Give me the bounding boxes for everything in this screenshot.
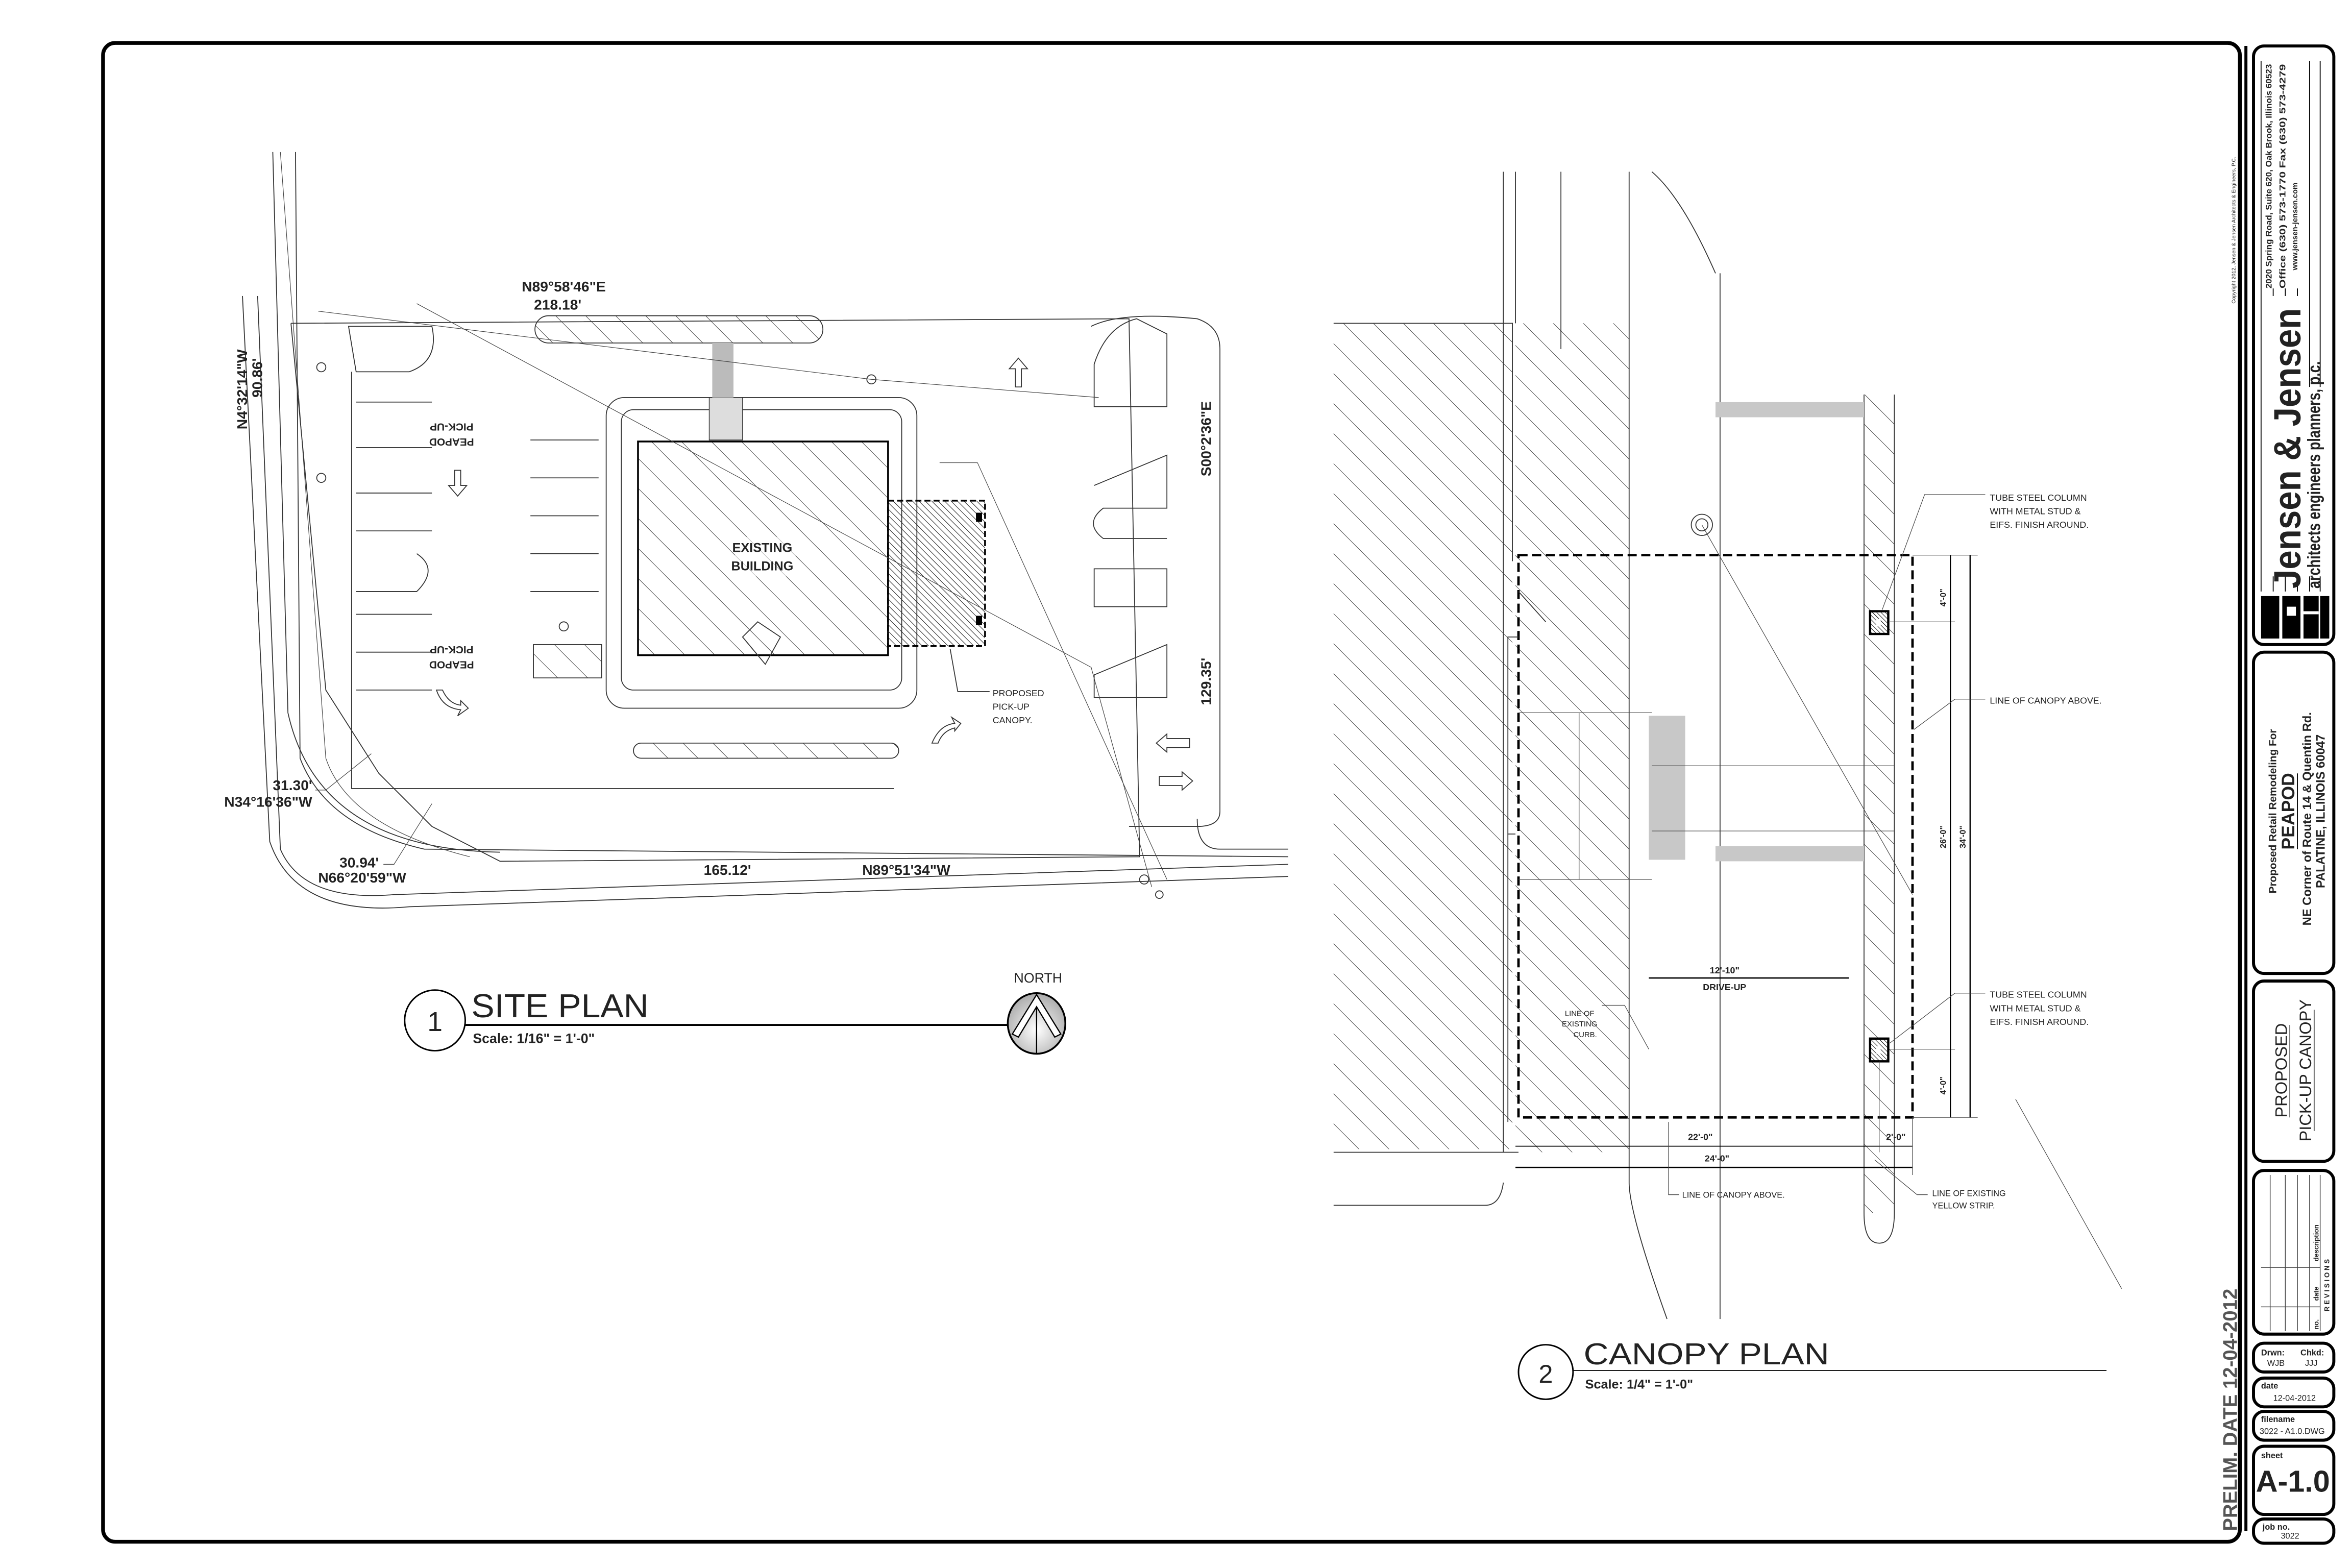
north-distance-label: 218.18' [534,297,581,313]
north-arrow-icon [1007,992,1067,1055]
filename-label: filename [2261,1415,2295,1424]
site-plan: N89°58'46"E 218.18' N4°32'14"W 90.86' PI… [224,152,1288,1055]
site-plan-scale: Scale: 1/16" = 1'-0" [473,1031,595,1046]
canopy-line-note: LINE OF CANOPY ABOVE. [1990,696,2101,706]
filename-value: 3022 - A1.0.DWG [2260,1427,2325,1436]
dim-drive-up-width: 12'-10" [1710,965,1739,975]
north-label: NORTH [1014,970,1063,986]
peapod-label-1: PEAPOD [429,436,474,448]
drawn-label: Drwn: [2261,1348,2285,1357]
traffic-arrows [435,357,1194,791]
dim-column-spacing: 26'-0" [1939,826,1948,848]
east-bearing-label: S00°2'36"E [1197,401,1214,476]
job-number: 3022 [2281,1532,2299,1541]
peapod-label-2: PEAPOD [429,659,474,671]
revisions-col-date: date [2313,1287,2320,1301]
dim-bottom-offset: 4'-0" [1939,1076,1948,1094]
peapod-pickup-label-1: PICK-UP [430,421,474,432]
revisions-label: R E V I S I O N S [2323,1259,2331,1312]
west-bearing-label: N4°32'14"W [234,349,250,429]
drawing-title-box [2252,979,2336,1163]
project-city: PALATINE, ILLINOIS 60047 [2314,734,2328,888]
sw1-distance-label: 31.30' [273,777,312,793]
title-block: PRELIM. DATE 12-04-2012 Copyright 2012, … [2219,44,2336,1545]
yellow-strip-note: LINE OF EXISTING YELLOW STRIP. [1932,1189,2008,1211]
filename-box [2252,1410,2336,1442]
column-icon [1869,1037,1890,1063]
drawn-checked-box [2252,1341,2336,1374]
existing-building-label: EXISTING [732,541,793,555]
firm-box [2252,44,2336,646]
east-distance-label: 129.35' [1197,658,1214,705]
revisions-col-no: no. [2313,1319,2320,1330]
existing-building-label-2: BUILDING [731,559,793,573]
peapod-pickup-label-2: PICK-UP [430,644,474,655]
firm-website: www.jensen-jensen.com [2291,183,2299,271]
firm-disciplines: architects engineers planners, p.c. [2304,361,2324,589]
firm-phone: Office (630) 573-1770 Fax (630) 573-4279 [2278,64,2287,288]
site-plan-number: 1 [427,1007,443,1037]
south-bearing-label: N89°51'34"W [862,862,950,878]
drawn-value: WJB [2267,1359,2285,1368]
revisions-col-description: description [2313,1224,2320,1261]
project-name: PEAPOD [2278,773,2298,849]
canopy-plan-scale: Scale: 1/4" = 1'-0" [1585,1378,1693,1392]
sw2-distance-label: 30.94' [339,854,379,870]
horizontal-dimensions [1515,977,1913,1175]
column-note-bottom: TUBE STEEL COLUMN WITH METAL STUD & EIFS… [1990,990,2089,1027]
dim-drive-up-label: DRIVE-UP [1703,982,1746,992]
canopy-outline [1517,554,1914,1119]
revisions-table [2252,1169,2336,1336]
dim-width-b: 2'-0" [1886,1132,1905,1142]
sheet-border [101,41,2242,1544]
drawing-title-line-2: PICK-UP CANOPY [2296,999,2315,1142]
column-icon [1869,610,1890,635]
dim-overall-width: 24'-0" [1705,1153,1729,1163]
site-plan-number-circle [404,989,466,1052]
south-distance-label: 165.12' [704,862,751,878]
date-label: date [2261,1382,2278,1391]
west-distance-label: 90.86' [249,358,265,398]
north-bearing-label: N89°58'46"E [522,278,606,295]
sheet-label: sheet [2261,1451,2283,1460]
sheet-number: A-1.0 [2256,1464,2330,1499]
prelim-date: PRELIM. DATE 12-04-2012 [2219,1289,2241,1531]
canopy-plan-number: 2 [1538,1359,1553,1388]
canopy-plan-number-circle [1517,1344,1574,1400]
project-intro: Proposed Retail Remodeling For [2267,729,2279,893]
checked-label: Chkd: [2300,1348,2324,1357]
firm-address: 2020 Spring Road, Suite 620, Oak Brook, … [2265,64,2274,288]
project-location: NE Corner of Route 14 & Quentin Rd. [2300,712,2314,925]
canopy-line-note-bottom: LINE OF CANOPY ABOVE. [1682,1191,1785,1200]
dim-overall-depth: 34'-0" [1958,826,1968,848]
site-plan-title: SITE PLAN [471,987,648,1024]
proposed-canopy-note: PROPOSED PICK-UP CANOPY. [993,688,1047,725]
sw2-bearing-label: N66°20'59"W [318,869,406,886]
proposed-canopy [887,500,986,647]
sheet-number-box [2252,1444,2336,1516]
firm-name: Jensen & Jensen [2266,308,2309,589]
dim-top-offset: 4'-0" [1939,589,1948,606]
drawing-title-line-1: PROPOSED [2271,1023,2290,1118]
dim-width-a: 22'-0" [1688,1132,1712,1142]
project-box [2252,650,2336,975]
vertical-dimensions [1890,555,1978,1118]
date-box [2252,1376,2336,1409]
parking-stripes-west [356,401,599,691]
firm-logo-icon [2261,596,2330,639]
date-value: 12-04-2012 [2273,1393,2316,1403]
checked-value: JJJ [2305,1359,2317,1368]
column-note-top: TUBE STEEL COLUMN WITH METAL STUD & EIFS… [1990,493,2089,530]
job-number-box [2252,1517,2336,1545]
canopy-plan: 4'-0" 26'-0" 34'-0" 4'-0" 12'-10" DRIVE-… [1333,171,2122,1400]
canopy-plan-title: CANOPY PLAN [1584,1337,1829,1371]
curb-note: LINE OF EXISTING CURB. [1562,1010,1599,1039]
sw1-bearing-label: N34°16'36"W [224,794,312,810]
copyright-notice: Copyright 2012, Jensen & Jensen Architec… [2231,157,2237,304]
job-label: job no. [2262,1523,2290,1532]
